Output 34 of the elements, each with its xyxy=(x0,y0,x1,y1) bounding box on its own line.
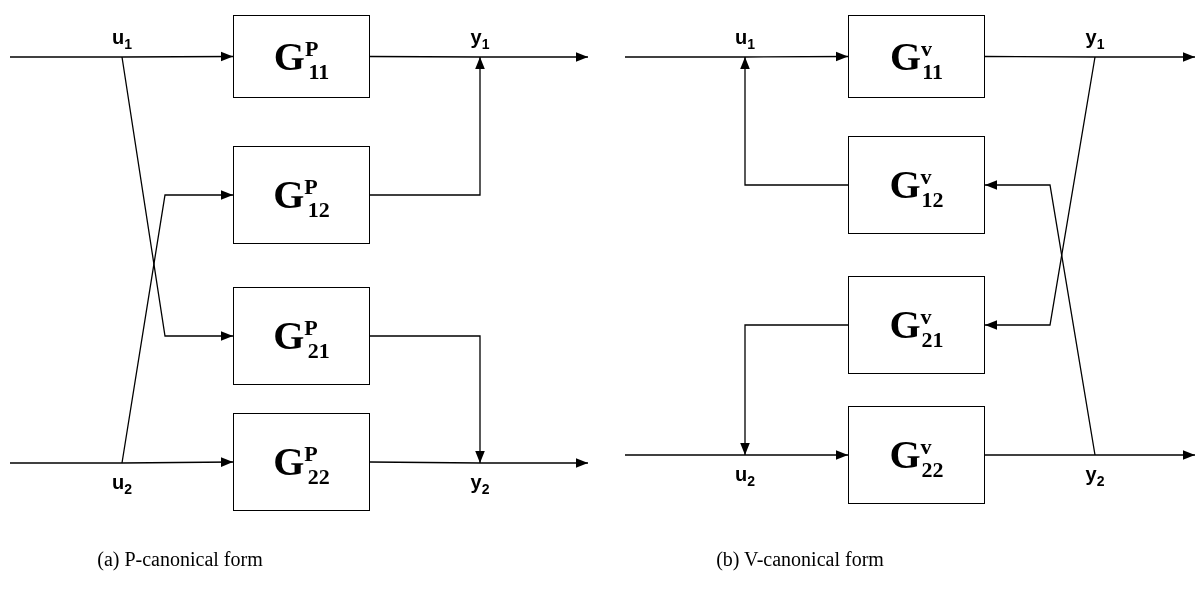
signal-arrow xyxy=(1094,450,1196,460)
signal-arrow xyxy=(369,335,485,464)
signal-line xyxy=(984,55,1096,58)
signal-arrow xyxy=(984,180,1096,456)
caption: (b) V-canonical form xyxy=(716,548,884,571)
signal-label: u$_{2}$ xyxy=(730,455,760,485)
signal-line xyxy=(624,454,746,456)
signal-arrow xyxy=(744,450,849,460)
signal-line xyxy=(9,56,123,58)
signal-arrow xyxy=(121,457,234,467)
signal-arrow xyxy=(121,190,234,464)
signal-arrow xyxy=(369,56,485,196)
signal-arrow xyxy=(740,56,849,186)
signal-arrow xyxy=(121,56,234,341)
signal-label: u$_{1}$ xyxy=(730,27,760,57)
signal-label: u$_{2}$ xyxy=(107,463,137,493)
signal-arrow xyxy=(1094,52,1196,62)
signal-label: y$_{1}$ xyxy=(1080,27,1110,57)
signal-arrow xyxy=(744,51,849,62)
signal-label: y$_{1}$ xyxy=(465,27,495,57)
signal-line xyxy=(624,56,746,58)
signal-line xyxy=(369,55,481,58)
signal-arrow xyxy=(121,51,234,62)
signal-arrow xyxy=(479,458,589,468)
signal-label: y$_{2}$ xyxy=(465,463,495,493)
signal-arrow xyxy=(479,52,589,62)
caption: (a) P-canonical form xyxy=(97,548,263,571)
signal-line xyxy=(984,454,1096,456)
signal-arrow xyxy=(984,56,1096,330)
signal-label: y$_{2}$ xyxy=(1080,455,1110,485)
signal-label: u$_{1}$ xyxy=(107,27,137,57)
signal-arrow xyxy=(740,324,849,456)
signal-line xyxy=(369,461,481,464)
signal-line xyxy=(9,462,123,464)
